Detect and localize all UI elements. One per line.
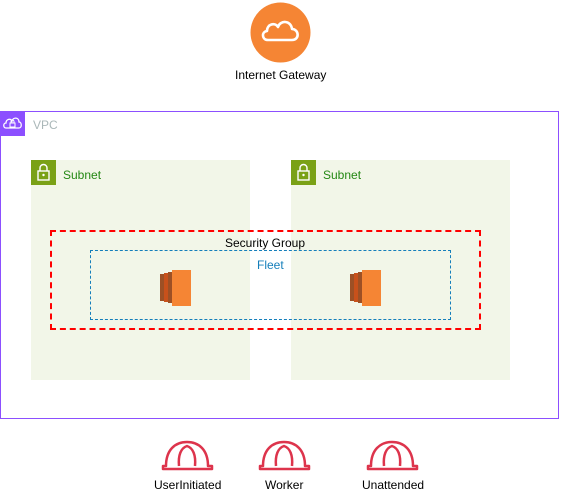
ec2-instance-icon [350, 270, 381, 306]
ec2-instance-icon [160, 270, 191, 306]
vpc-container [0, 111, 559, 419]
subnet-2-label: Subnet [323, 168, 362, 182]
padlock-icon [31, 160, 56, 185]
fleet-label: Fleet [257, 258, 284, 272]
vpc-cloud-lock-icon [0, 111, 25, 136]
role-helmet-icon [258, 440, 311, 471]
padlock-icon [291, 160, 316, 185]
security-group [50, 230, 481, 330]
role-userinitiated-label: UserInitiated [154, 478, 222, 492]
fleet-group [90, 250, 451, 320]
role-unattended-label: Unattended [362, 478, 425, 492]
internet-gateway-icon [250, 2, 311, 63]
subnet-2 [291, 160, 510, 380]
role-helmet-icon [366, 440, 419, 471]
internet-gateway-label: Internet Gateway [235, 68, 327, 82]
role-helmet-icon [161, 440, 214, 471]
subnet-1-label: Subnet [63, 168, 102, 182]
role-worker-label: Worker [265, 478, 304, 492]
security-group-label: Security Group [225, 236, 306, 250]
subnet-1 [31, 160, 250, 380]
vpc-label: VPC [33, 118, 58, 132]
